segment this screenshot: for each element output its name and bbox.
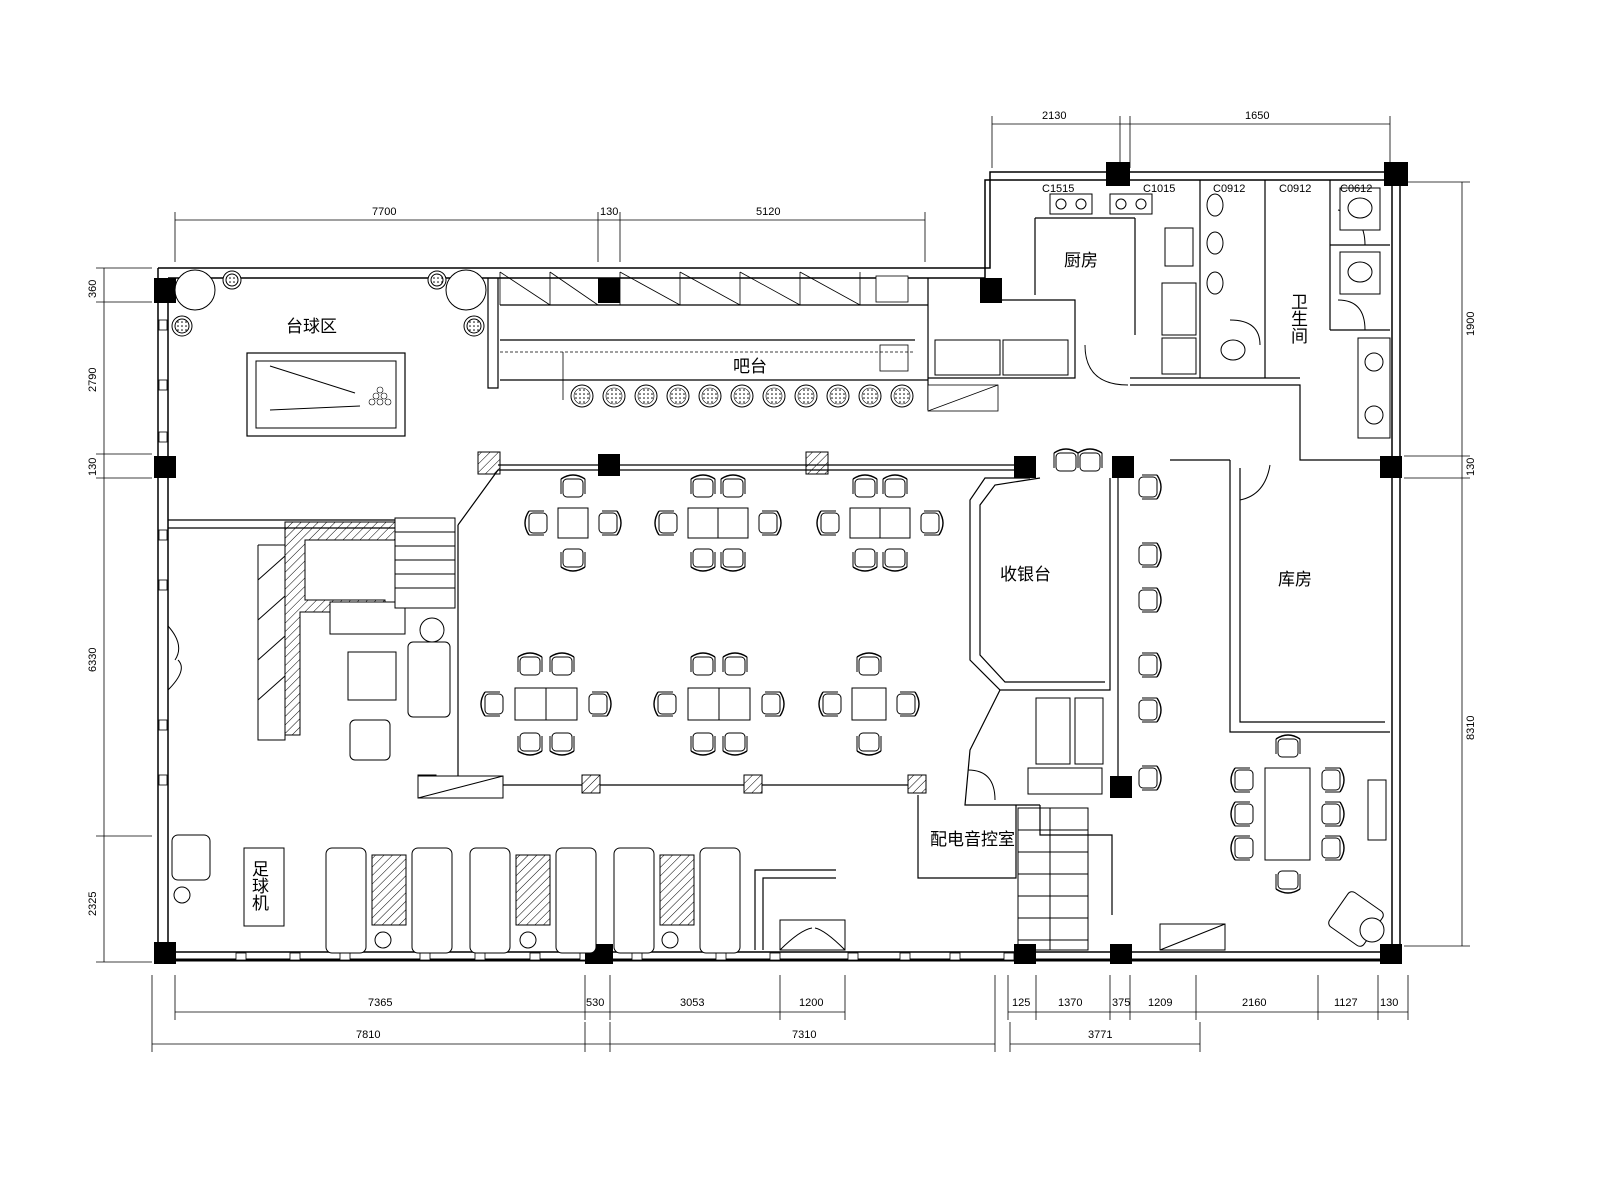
dim-top-130: 130: [600, 206, 618, 218]
dim-right-130: 130: [1465, 458, 1477, 476]
booths: [171, 697, 1387, 954]
window-c0912-a: C0912: [1213, 183, 1245, 195]
dim-left-130: 130: [87, 458, 99, 476]
pool-table: [246, 352, 406, 437]
billiards-furniture: [171, 269, 487, 337]
room-label-control-room: 配电音控室: [930, 830, 1015, 850]
room-label-cashier: 收银台: [1000, 565, 1051, 585]
dim-bottom-3771: 3771: [1088, 1029, 1112, 1041]
window-c0912-b: C0912: [1279, 183, 1311, 195]
dim-bottom-130: 130: [1380, 997, 1398, 1009]
room-label-kitchen: 厨房: [1064, 251, 1098, 271]
dim-top-2130: 2130: [1042, 110, 1066, 122]
dim-bottom-1127: 1127: [1334, 997, 1358, 1009]
dim-bottom-2160: 2160: [1242, 997, 1266, 1009]
dining-tables: [514, 507, 1311, 861]
dim-right-1900: 1900: [1465, 312, 1477, 336]
bar-counter: [499, 271, 999, 412]
dimension-lines: [96, 116, 1470, 1052]
dim-top-7700: 7700: [372, 206, 396, 218]
dim-bottom-1370: 1370: [1058, 997, 1082, 1009]
hatched-columns: [417, 451, 927, 794]
dim-right-8310: 8310: [1465, 716, 1477, 740]
lounge-area: [257, 517, 456, 761]
bar-stools: [570, 384, 914, 408]
dining-chairs: [480, 448, 1345, 894]
window-c1015: C1015: [1143, 183, 1175, 195]
dim-top-5120: 5120: [756, 206, 780, 218]
dim-bottom-7310: 7310: [792, 1029, 816, 1041]
dim-left-360: 360: [87, 280, 99, 298]
left-windows: [158, 319, 168, 786]
stairs-bottom: [1017, 807, 1089, 951]
dim-left-2790: 2790: [87, 368, 99, 392]
dim-bottom-3053: 3053: [680, 997, 704, 1009]
room-label-toilet: 卫生间: [1287, 293, 1308, 345]
room-label-billiards: 台球区: [286, 317, 337, 337]
columns: [154, 162, 1408, 964]
room-label-foosball: 足球机: [248, 860, 269, 911]
dim-bottom-7365: 7365: [368, 997, 392, 1009]
room-label-storage: 库房: [1278, 570, 1312, 590]
dim-left-6330: 6330: [87, 648, 99, 672]
dim-bottom-1209: 1209: [1148, 997, 1172, 1009]
dim-left-2325: 2325: [87, 892, 99, 916]
partitions: [168, 180, 1390, 950]
dim-bottom-375: 375: [1112, 997, 1130, 1009]
window-c0612: C0612: [1340, 183, 1372, 195]
dim-bottom-1200: 1200: [799, 997, 823, 1009]
dim-bottom-530: 530: [586, 997, 604, 1009]
window-c1515: C1515: [1042, 183, 1074, 195]
room-label-bar: 吧台: [733, 357, 767, 377]
kitchen-fixtures: [934, 193, 1197, 376]
toilet-fixtures: [1206, 187, 1391, 439]
dim-bottom-125: 125: [1012, 997, 1030, 1009]
dim-bottom-7810: 7810: [356, 1029, 380, 1041]
dim-top-1650: 1650: [1245, 110, 1269, 122]
